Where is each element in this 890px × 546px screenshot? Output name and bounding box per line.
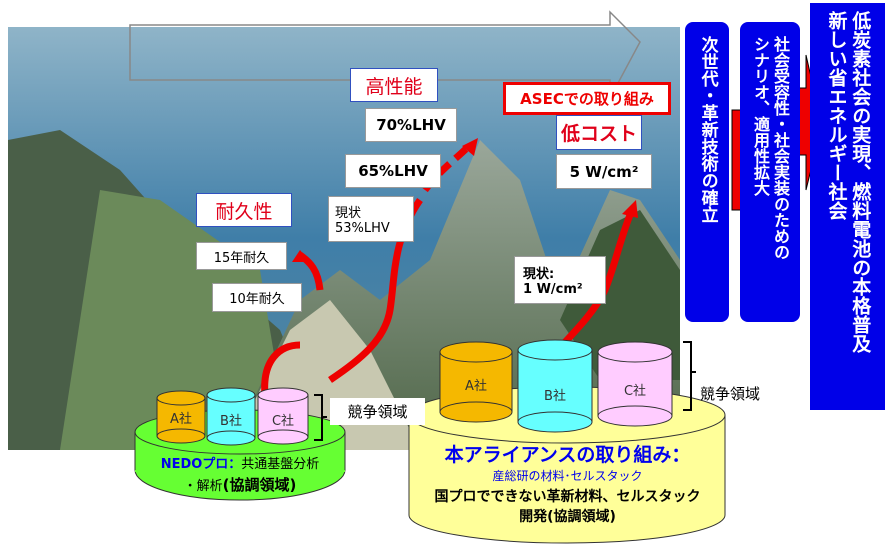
nedo-company-c: C社 — [271, 414, 295, 429]
alliance-company-b: B社 — [544, 389, 566, 404]
cost-title: 低コスト — [556, 115, 642, 150]
durability-current: 10年耐久 — [212, 283, 302, 312]
performance-mid: 65%LHV — [345, 154, 441, 188]
alliance-company-a: A社 — [465, 379, 487, 394]
alliance-title: 本アライアンスの取り組み： — [444, 444, 691, 466]
alliance-text1: 国プロでできない革新材料、セルスタック — [434, 489, 701, 505]
performance-title: 高性能 — [350, 68, 438, 102]
nedo-competition-label: 競争領域 — [330, 398, 425, 425]
nedo-title: NEDOプロ： — [160, 457, 242, 472]
nedo-description: NEDOプロ：共通基盤分析 ・解析(協調領域) — [140, 455, 340, 497]
performance-current: 現状 53%LHV — [328, 196, 414, 242]
column-low-carbon-society: 低炭素社会の実現、燃料電池の本格普及 新しい省エネルギー社会 — [810, 3, 885, 410]
nedo-company-a: A社 — [170, 412, 192, 427]
alliance-text2: 開発(協調領域) — [519, 509, 616, 525]
alliance-description: 本アライアンスの取り組み： 産総研の材料･セルスタック 国プロでできない革新材料… — [410, 440, 725, 526]
alliance-competition-label: 競争領域 — [700, 385, 761, 403]
nedo-text1: 共通基盤分析 — [241, 457, 320, 472]
performance-target: 70%LHV — [365, 108, 457, 142]
alliance-company-c: C社 — [623, 384, 647, 399]
nedo-company-b: B社 — [220, 414, 242, 429]
cost-current: 現状: 1 W/cm² — [514, 256, 606, 304]
nedo-text2: ・解析 — [183, 479, 223, 494]
asec-label: ASECでの取り組み — [503, 82, 671, 115]
progress-outline-arrow — [129, 10, 641, 99]
durability-title: 耐久性 — [196, 193, 292, 227]
durability-target: 15年耐久 — [196, 242, 287, 270]
nedo-text3: (協調領域) — [222, 476, 297, 494]
column-social-acceptance: 社会受容性・社会実装のための シナリオ、適用性拡大 — [740, 22, 800, 322]
cost-target: 5 W/cm² — [556, 154, 652, 189]
column-next-gen: 次世代・革新技術の確立 — [685, 22, 729, 322]
alliance-sub: 産総研の材料･セルスタック — [492, 469, 643, 483]
